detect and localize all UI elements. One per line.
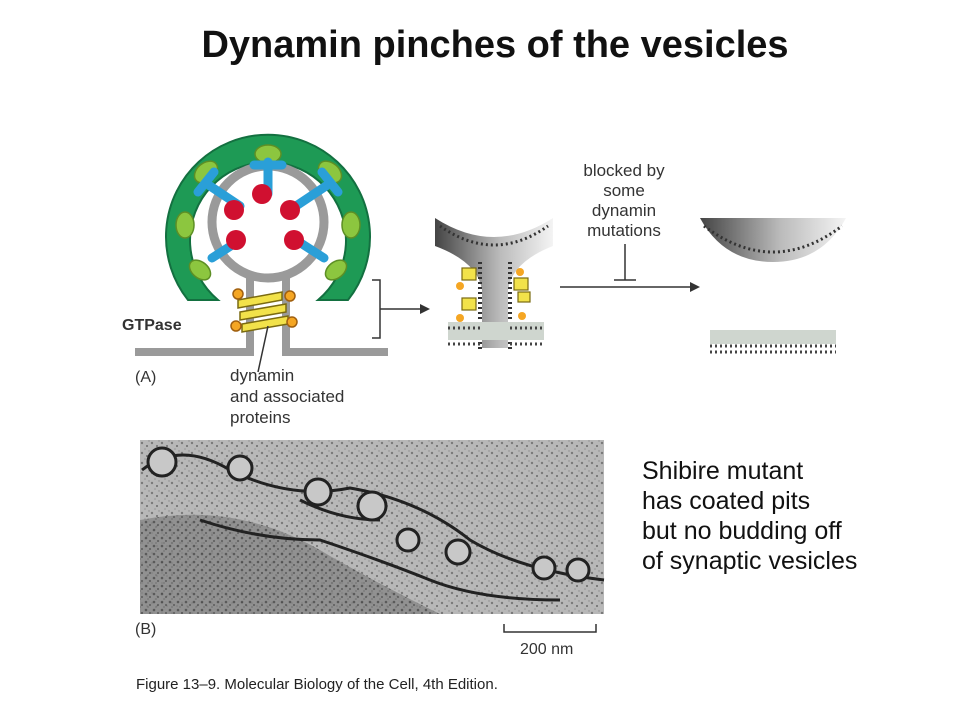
- blocked-label-line-2: some: [603, 181, 645, 200]
- blocked-arrow-head: [690, 282, 700, 292]
- dynamin-label-line-1: dynamin: [230, 366, 294, 385]
- scale-bar-label: 200 nm: [520, 641, 573, 658]
- receptor-complexes: [193, 157, 343, 263]
- note-line-3: but no budding off: [642, 517, 842, 545]
- note-line-1: Shibire mutant: [642, 457, 804, 485]
- dynamin-label-line-2: and associated: [230, 387, 344, 406]
- dynamin-pointer: [257, 325, 269, 373]
- panel-a-label: (A): [135, 369, 156, 386]
- gtpase-label: GTPase: [122, 317, 182, 334]
- em-micrograph: [140, 440, 605, 614]
- adaptor-layer: [175, 144, 361, 281]
- blocked-arrow: [560, 244, 690, 288]
- note-line-4: of synaptic vesicles: [642, 547, 858, 575]
- zoom-bracket: [372, 279, 420, 339]
- panel-b-label: (B): [135, 621, 156, 638]
- blocked-label-line-1: blocked by: [583, 161, 665, 180]
- zoom-arrow-head: [420, 304, 430, 314]
- scale-bar: [503, 624, 597, 633]
- dynamin-label-line-3: proteins: [230, 408, 290, 427]
- shibire-note: Shibire mutant has coated pits but no bu…: [642, 456, 857, 576]
- slide-title: Dynamin pinches of the vesicles: [201, 24, 789, 66]
- blocked-label-line-4: mutations: [587, 221, 661, 240]
- released-vesicle: [700, 218, 846, 262]
- resealed-membrane: [710, 330, 836, 354]
- dynamin-helix: [230, 288, 298, 333]
- note-line-2: has coated pits: [642, 487, 811, 515]
- blocked-label-line-3: dynamin: [592, 201, 656, 220]
- figure-caption: Figure 13–9. Molecular Biology of the Ce…: [136, 676, 498, 693]
- constricted-neck: [435, 218, 553, 350]
- coated-vesicle: [135, 133, 388, 373]
